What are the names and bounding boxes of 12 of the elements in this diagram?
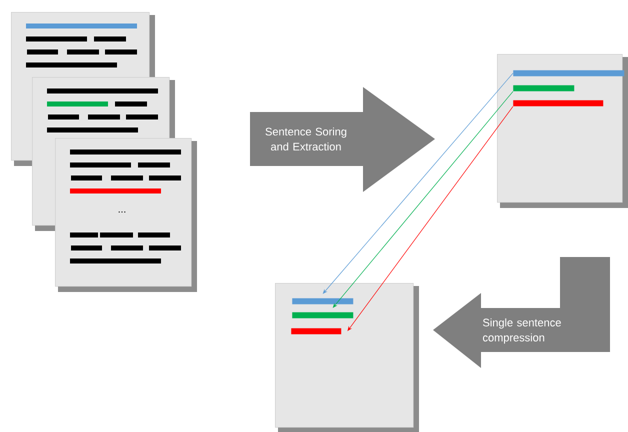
- sentence-bar: [291, 328, 342, 334]
- document-page: [497, 54, 628, 208]
- sentence-bar: [292, 298, 354, 304]
- sentence-bar: [513, 70, 624, 76]
- document-page: [275, 283, 419, 432]
- ellipsis: ...: [118, 211, 126, 213]
- sentence-bar: [513, 85, 574, 92]
- sentence-bar: [292, 312, 354, 318]
- arrow: [322, 72, 514, 294]
- arrow: [332, 91, 514, 308]
- sentence-bar: [513, 100, 604, 106]
- document-page: [55, 138, 197, 292]
